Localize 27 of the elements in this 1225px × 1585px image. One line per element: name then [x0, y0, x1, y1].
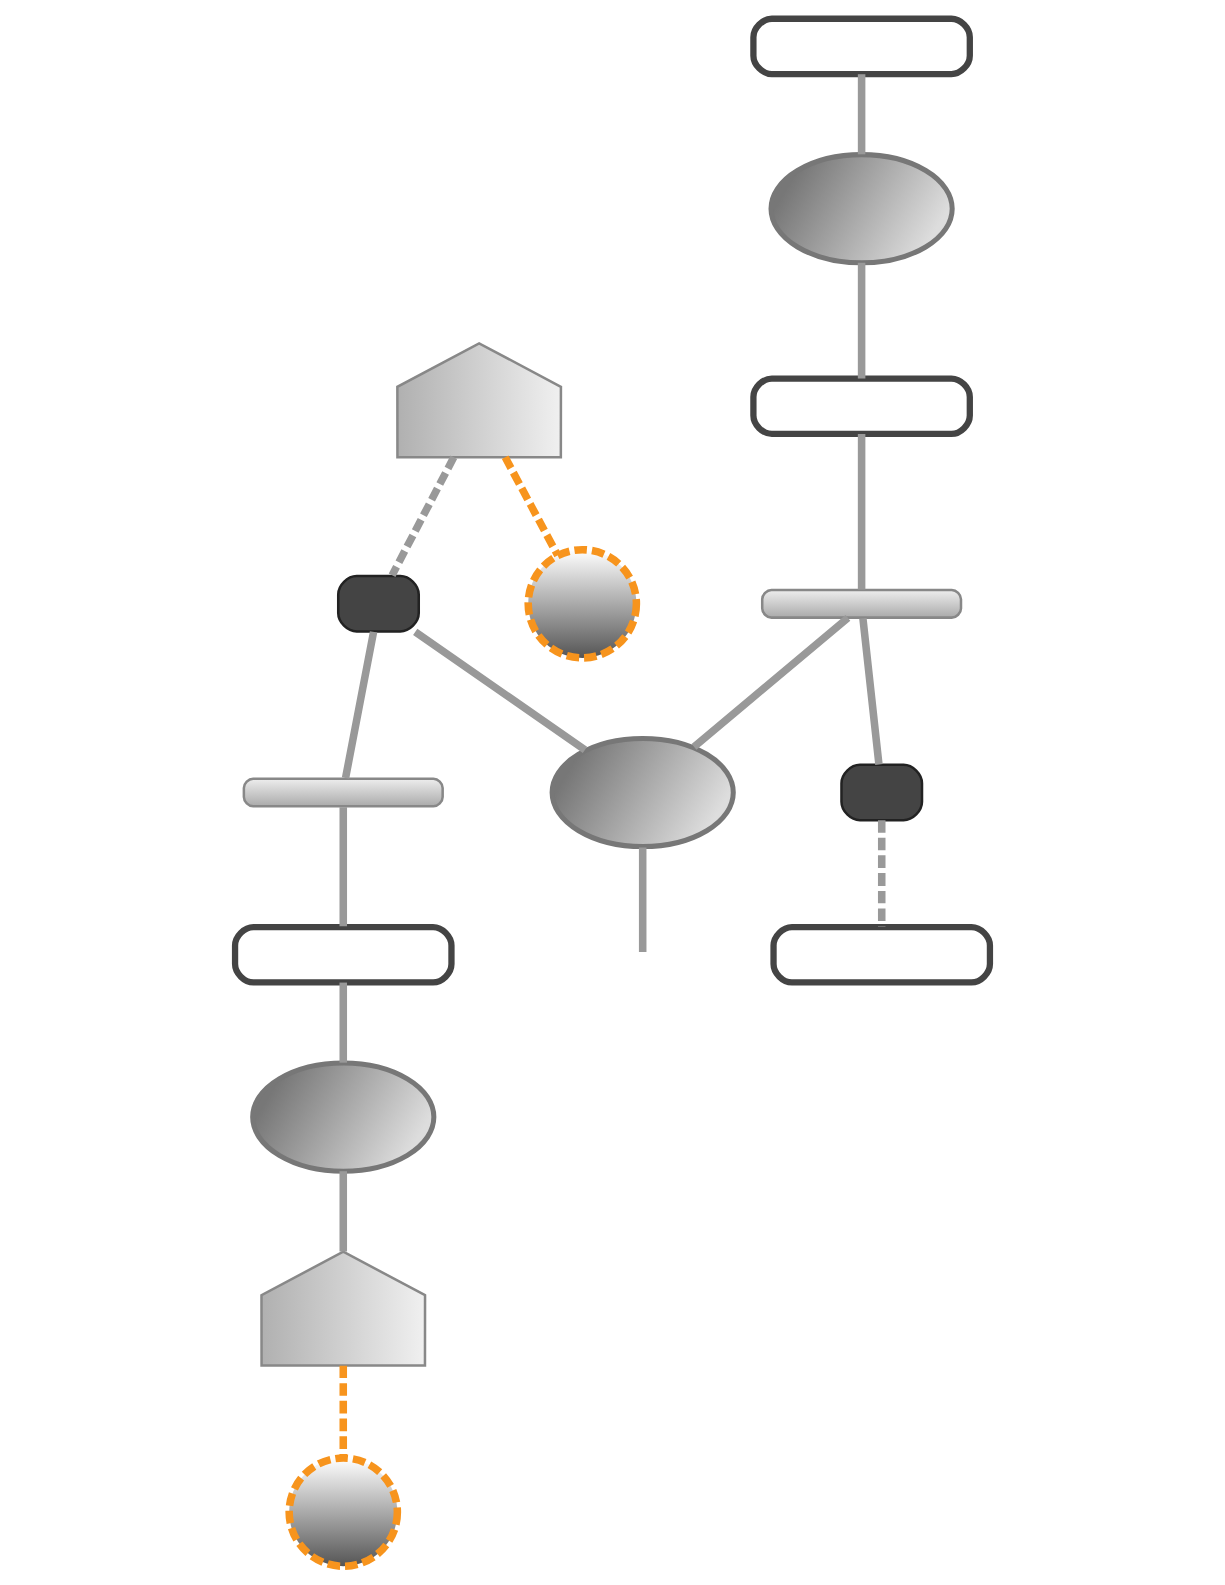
connector	[877, 820, 886, 927]
connector	[413, 628, 588, 753]
connector	[339, 1171, 348, 1252]
connector	[388, 455, 458, 577]
node-house	[260, 1250, 427, 1367]
connector	[638, 847, 647, 953]
node-box	[231, 923, 455, 986]
node-router	[760, 588, 963, 619]
node-box	[770, 923, 994, 986]
connector	[857, 433, 866, 590]
node-phone	[285, 1454, 402, 1570]
connector	[341, 631, 378, 779]
node-box	[750, 375, 973, 438]
node-phone	[840, 763, 924, 822]
node-cloud	[768, 152, 955, 266]
node-house	[396, 341, 563, 459]
connector	[859, 617, 883, 765]
connector	[339, 807, 348, 927]
node-router	[242, 777, 444, 808]
node-cloud	[250, 1060, 437, 1174]
node-cloud	[549, 735, 736, 850]
node-phone	[524, 545, 641, 662]
node-phone	[336, 574, 420, 633]
connector	[691, 614, 851, 750]
connector	[339, 1365, 348, 1458]
connector	[501, 455, 562, 558]
node-box	[750, 15, 973, 78]
